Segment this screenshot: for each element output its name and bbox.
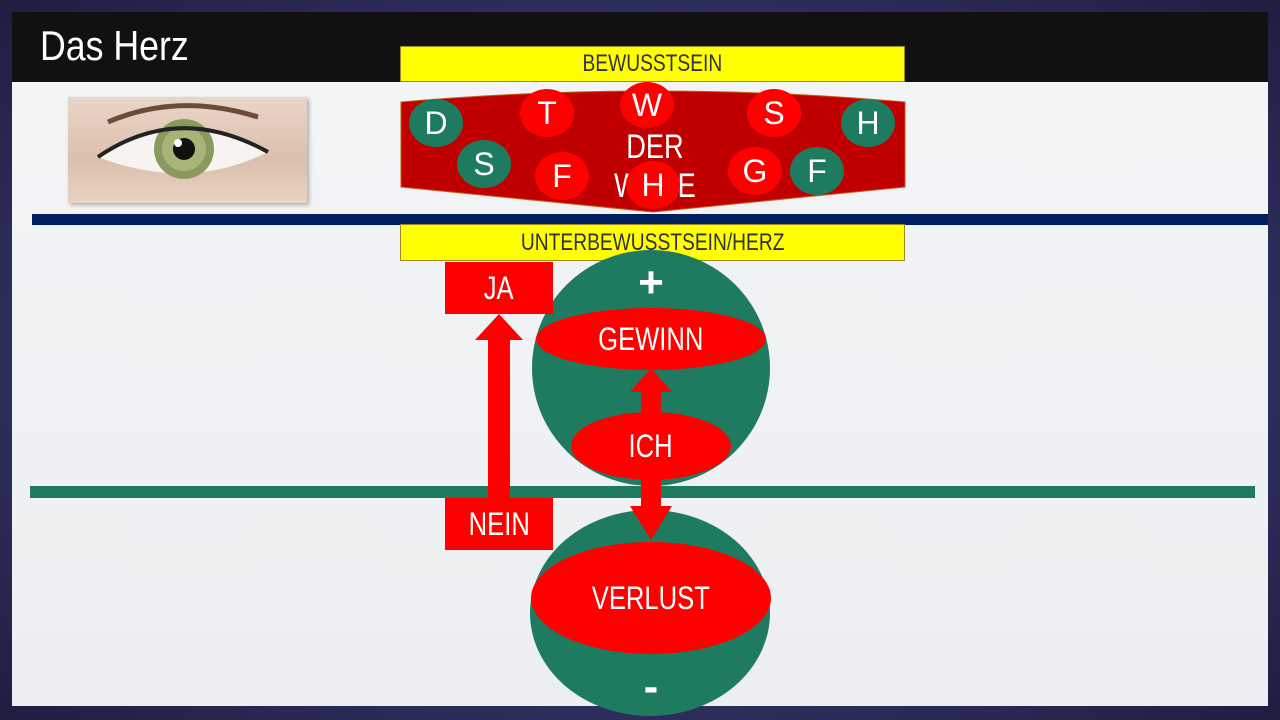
will-circle-t: T — [520, 89, 574, 137]
will-circle-f2: F — [790, 147, 844, 195]
no-box: NEIN — [445, 498, 553, 550]
will-circle-s2: S — [747, 89, 801, 137]
no-to-yes-arrow-shaft — [488, 336, 510, 500]
will-circle-f: F — [535, 152, 589, 200]
eye-image — [68, 97, 307, 203]
will-circle-d: D — [409, 99, 463, 147]
no-to-yes-arrow-head — [475, 314, 523, 340]
self-to-gain-arrow-head — [630, 368, 672, 392]
will-circle-g: G — [728, 147, 782, 195]
yes-box: JA — [445, 262, 553, 314]
consciousness-text: BEWUSSTSEIN — [582, 50, 723, 77]
loss-ellipse: VERLUST — [531, 542, 771, 654]
self-ellipse: ICH — [571, 412, 731, 480]
will-circle-w: W — [620, 82, 674, 128]
slide-title: Das Herz — [40, 22, 189, 69]
will-circle-s: S — [457, 140, 511, 188]
self-to-gain-arrow-shaft — [641, 390, 661, 416]
will-circle-h: H — [626, 161, 680, 209]
self-to-loss-arrow-head — [630, 506, 672, 540]
plus-sign: + — [638, 258, 664, 307]
will-circle-h2: H — [841, 99, 895, 147]
gain-ellipse: GEWINN — [536, 308, 766, 370]
minus-sign: - — [643, 662, 659, 711]
consciousness-label: BEWUSSTSEIN — [400, 46, 905, 82]
conscious-divider-line — [32, 214, 1268, 225]
self-to-loss-arrow-shaft — [641, 478, 661, 510]
